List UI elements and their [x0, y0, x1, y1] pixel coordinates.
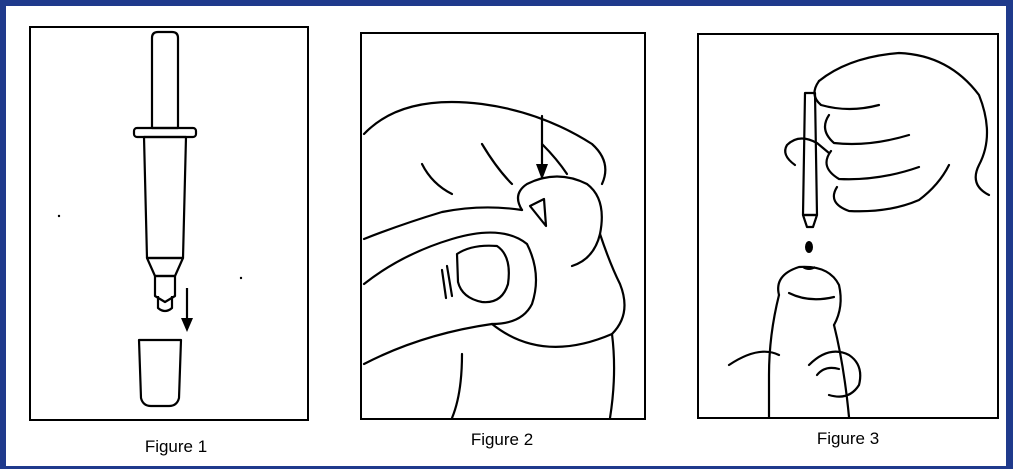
applicator-with-cap-icon [31, 28, 307, 419]
figure-3-caption: Figure 3 [788, 429, 908, 449]
drop-icon [805, 241, 813, 253]
figure-2-panel [360, 32, 646, 420]
instruction-sheet: Figure 1 [6, 6, 1006, 466]
figure-1-panel [29, 26, 309, 421]
applicator-drop-into-urethra-icon [699, 35, 997, 417]
figure-3-panel [697, 33, 999, 419]
fingers-opening-urethral-meatus-icon [362, 34, 644, 418]
figure-1-caption: Figure 1 [116, 437, 236, 457]
figure-2-caption: Figure 2 [442, 430, 562, 450]
